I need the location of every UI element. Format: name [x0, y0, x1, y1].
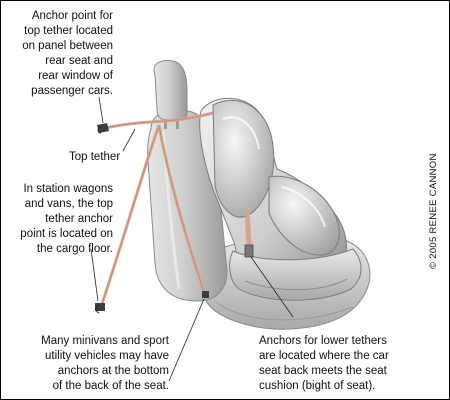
- top-tether-strap: [99, 111, 214, 308]
- label-anchor-point-top-tether: Anchor point for top tether located on p…: [22, 10, 113, 97]
- child-safety-seat: [199, 98, 362, 301]
- lower-anchor-strap: [244, 208, 254, 258]
- leader-line-top-tether: [122, 128, 136, 152]
- headrest: [153, 60, 188, 129]
- top-tether-anchor-hook: [97, 123, 109, 134]
- cargo-floor-anchor-hook: [95, 303, 105, 314]
- leader-line-top-anchor: [98, 96, 104, 124]
- leader-lines: [90, 96, 294, 382]
- copyright-notice: © 2005 RENEE CANNON: [428, 153, 439, 269]
- label-station-wagons: In station wagons and vans, the top teth…: [20, 183, 113, 255]
- leader-line-lower-tethers: [250, 256, 294, 318]
- leader-line-cargo-floor: [90, 248, 99, 302]
- label-minivans: Many minivans and sport utility vehicles…: [41, 335, 169, 392]
- label-lower-tethers: Anchors for lower tethers are located wh…: [259, 335, 389, 392]
- label-top-tether: Top tether: [69, 151, 121, 163]
- leader-line-seat-bottom: [168, 298, 205, 382]
- seat-bottom-anchor-hook: [202, 291, 209, 298]
